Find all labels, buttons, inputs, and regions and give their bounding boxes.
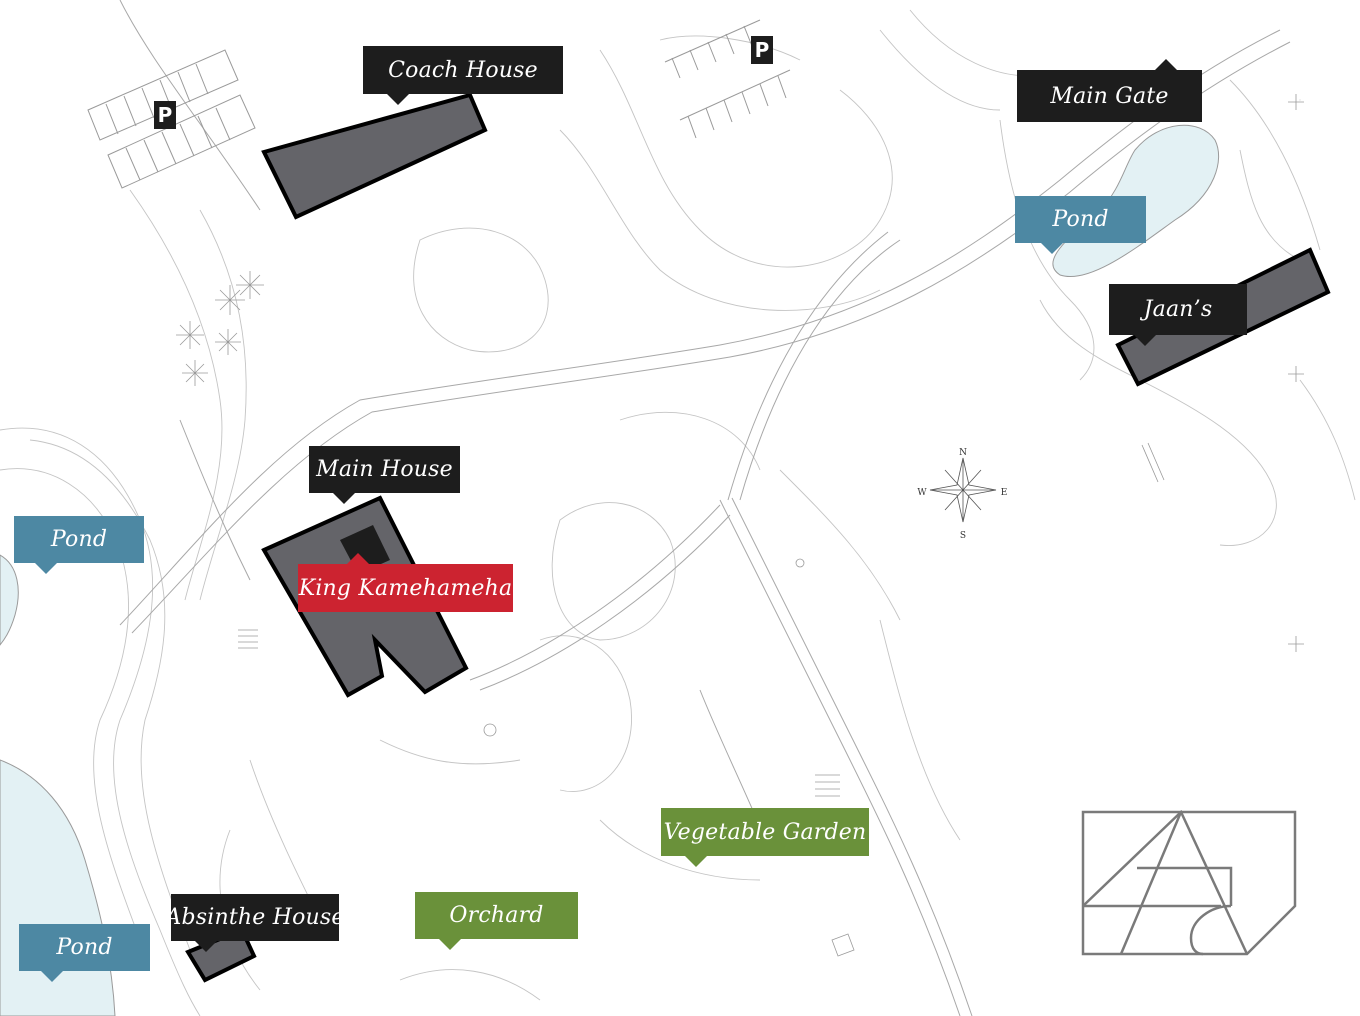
label-pond-southwest[interactable]: Pond [19,924,150,982]
compass-north: N [959,448,967,458]
contour-lines [0,9,1356,1016]
parking-icon[interactable]: P [154,101,176,129]
label-main-house[interactable]: Main House [309,446,460,504]
compass-south: S [960,531,966,541]
site-features [176,94,1304,957]
building-coach-house [261,92,488,220]
label-absinthe-house[interactable]: Absinthe House [165,894,344,952]
label-vegetable-garden[interactable]: Vegetable Garden [661,808,869,867]
monogram-logo-icon [1081,810,1297,956]
compass-rose [929,457,997,523]
label-pond-west[interactable]: Pond [14,516,144,574]
label-main-gate[interactable]: Main Gate [1017,59,1202,122]
label-coach-house[interactable]: Coach House [363,46,563,105]
label-orchard[interactable]: Orchard [415,892,578,950]
label-pond-northeast[interactable]: Pond [1015,196,1146,254]
label-jaans[interactable]: Jaan’s [1109,284,1247,346]
roads [119,0,1291,1016]
compass-west: W [917,488,927,498]
compass-east: E [1001,488,1008,498]
parking-stalls [87,19,791,189]
label-king-kamehameha[interactable]: King Kamehameha [298,553,513,612]
parking-icon[interactable]: P [751,36,773,64]
pond-water-west [0,554,19,646]
